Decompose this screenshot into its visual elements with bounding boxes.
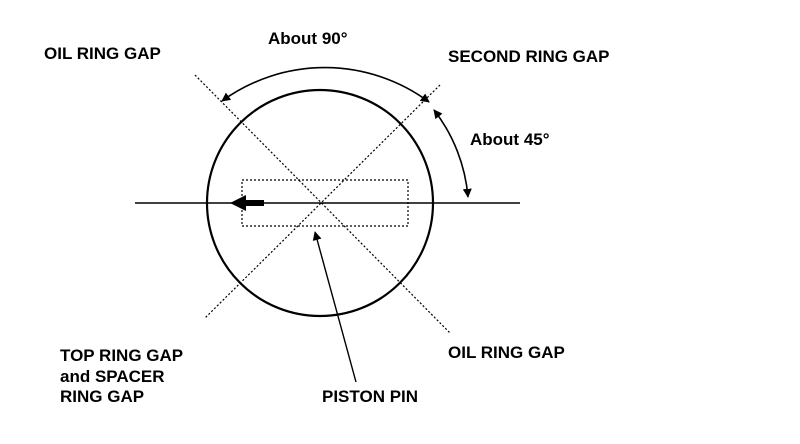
oil-ring-gap-left-label: OIL RING GAP xyxy=(44,44,161,63)
piston-pin-label: PISTON PIN xyxy=(322,387,418,406)
about-90-arc xyxy=(221,66,430,103)
top-ring-gap-label-line1: TOP RING GAP xyxy=(60,346,183,365)
second-ring-gap-diagonal-line xyxy=(204,84,441,319)
direction-arrow-head xyxy=(230,195,246,211)
oil-ring-gap-diagonal-line xyxy=(194,74,451,334)
top-ring-gap-label-line2: and SPACER xyxy=(60,367,165,386)
about-45-arc xyxy=(433,109,472,198)
piston-pin-leader-line xyxy=(312,231,357,383)
about-45-label: About 45° xyxy=(470,130,550,149)
oil-ring-gap-right-label: OIL RING GAP xyxy=(448,343,565,362)
about-90-label: About 90° xyxy=(268,29,348,48)
second-ring-gap-label: SECOND RING GAP xyxy=(448,47,610,66)
top-ring-gap-label-line3: RING GAP xyxy=(60,387,144,406)
